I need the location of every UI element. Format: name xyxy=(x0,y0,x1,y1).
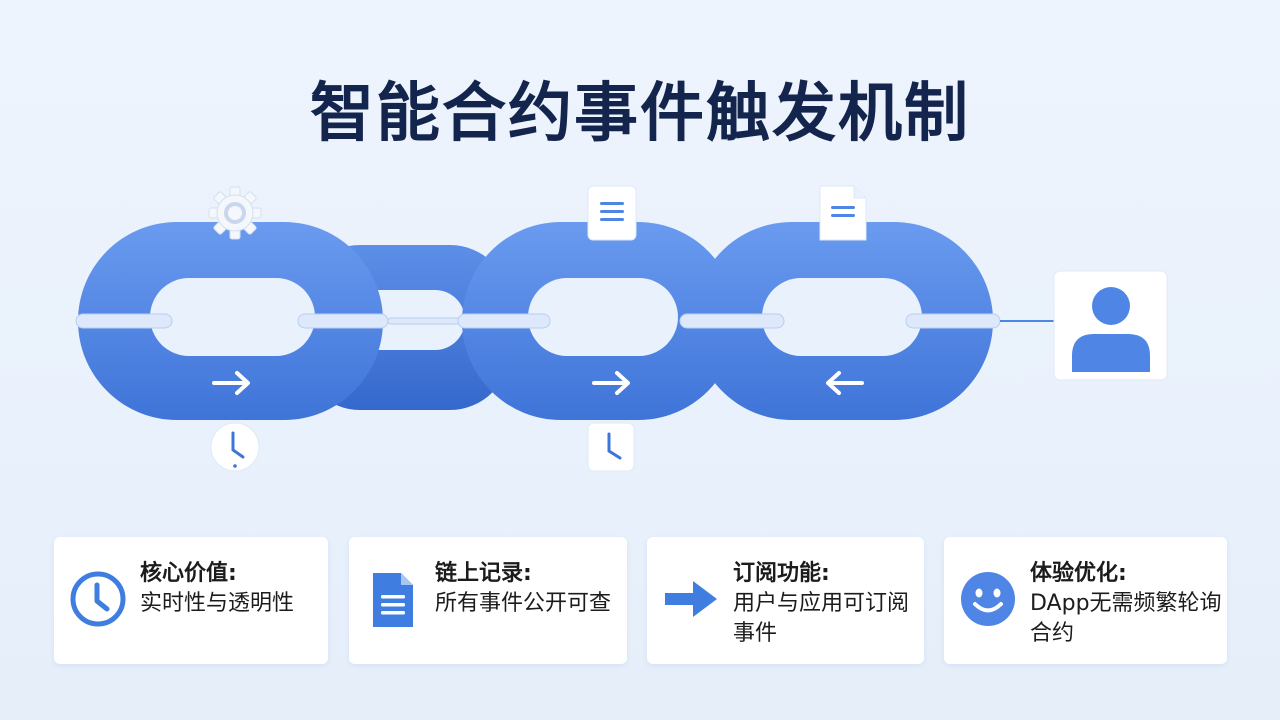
clock-icon xyxy=(70,571,126,627)
card-body: DApp无需频繁轮询合约 xyxy=(1030,591,1222,646)
chain-link-1 xyxy=(78,222,383,420)
document-icon xyxy=(587,185,637,241)
page-title: 智能合约事件触发机制 xyxy=(310,77,970,151)
card-body: 实时性与透明性 xyxy=(140,591,295,616)
chain-link-2 xyxy=(462,222,737,420)
gear-icon xyxy=(208,186,262,240)
card-body: 用户与应用可订阅事件 xyxy=(733,591,910,646)
clock-icon xyxy=(587,422,635,472)
connection-rods xyxy=(75,313,1001,329)
arrow-left-icon xyxy=(826,371,864,395)
document-icon xyxy=(819,185,867,241)
clock-icon xyxy=(210,422,260,472)
card-ux-optimization: 体验优化: DApp无需频繁轮询合约 xyxy=(944,537,1227,664)
card-onchain-record: 链上记录: 所有事件公开可查 xyxy=(349,537,627,664)
chain-diagram xyxy=(75,185,1168,472)
card-heading: 体验优化: xyxy=(1030,561,1127,586)
card-core-value: 核心价值: 实时性与透明性 xyxy=(54,537,328,664)
card-subscription: 订阅功能: 用户与应用可订阅事件 xyxy=(647,537,924,664)
chain-link-3 xyxy=(693,222,993,420)
smiley-icon xyxy=(961,572,1015,626)
card-heading: 订阅功能: xyxy=(733,561,830,586)
card-heading: 核心价值: xyxy=(140,561,237,586)
card-body: 所有事件公开可查 xyxy=(435,591,612,616)
card-heading: 链上记录: xyxy=(435,561,532,586)
arrow-right-icon xyxy=(212,371,250,395)
arrow-right-icon xyxy=(592,371,630,395)
user-icon xyxy=(1053,270,1168,381)
document-icon xyxy=(373,573,413,627)
arrow-right-icon xyxy=(665,581,717,617)
